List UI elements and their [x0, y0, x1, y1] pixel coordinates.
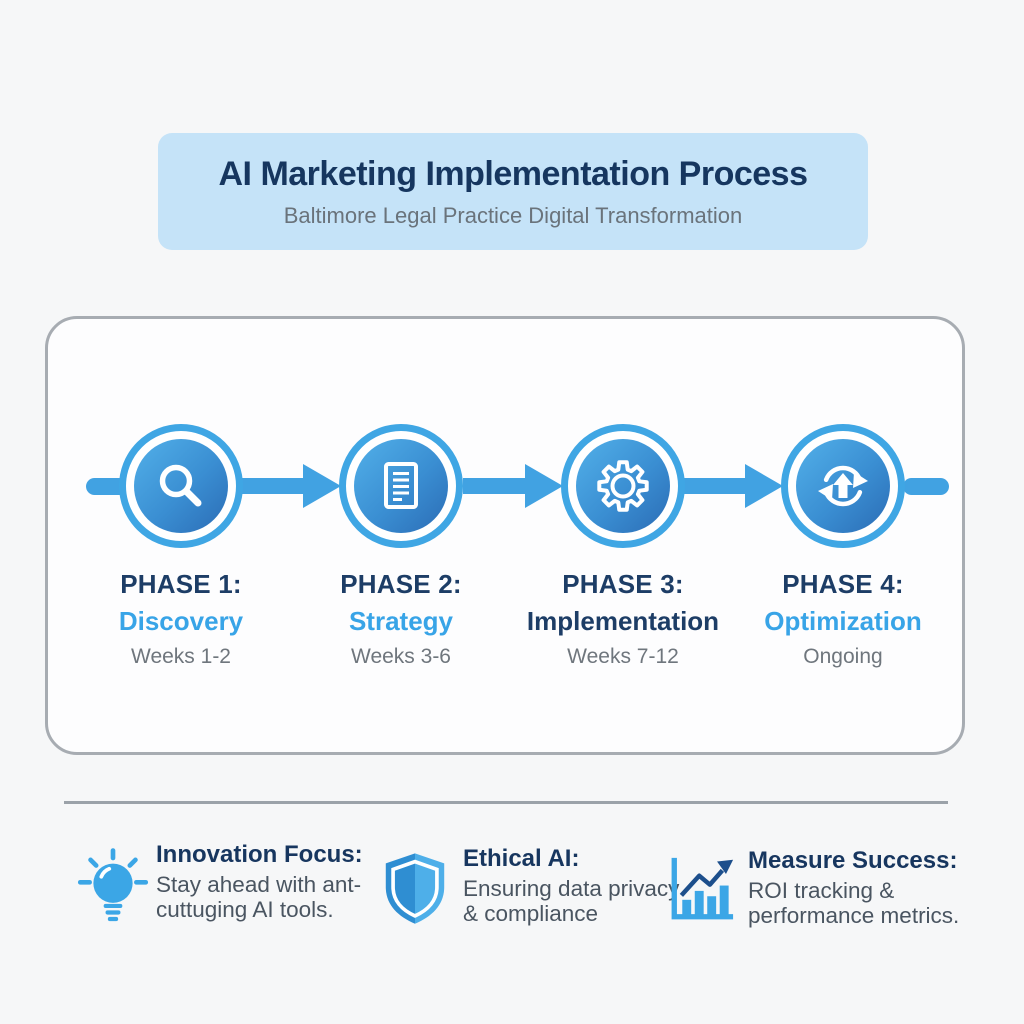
phase-number: PHASE 4:: [782, 569, 904, 599]
footer-item-innovation: Innovation Focus: Stay ahead with ant- c…: [70, 841, 363, 933]
phase-duration: Ongoing: [803, 645, 883, 668]
footer-item-title: Ethical AI:: [463, 845, 580, 872]
phase-2-circle: [339, 424, 463, 548]
phase-name: Optimization: [764, 606, 922, 636]
phase-name: Strategy: [348, 606, 454, 636]
phase-3-inner-circle: [576, 439, 670, 533]
refresh-icon: [818, 465, 868, 507]
phase-3-label: PHASE 3: Implementation Weeks 7-12: [508, 569, 738, 669]
phase-2-label: PHASE 2: Strategy Weeks 3-6: [286, 569, 516, 669]
phase-duration: Weeks 7-12: [567, 645, 679, 668]
footer-item-ethical-ai: Ethical AI: Ensuring data privacy & comp…: [373, 845, 679, 933]
footer-item-title: Innovation Focus:: [156, 841, 363, 868]
footer-item-line: Stay ahead with ant-: [156, 872, 362, 897]
document-icon: [384, 462, 418, 509]
footer-text-measure-success: Measure Success: ROI tracking & performa…: [748, 847, 959, 933]
timeline-arrow: [683, 464, 783, 508]
phase-4-circle: [781, 424, 905, 548]
phase-1-label: PHASE 1: Discovery Weeks 1-2: [66, 569, 296, 669]
footer-item-line: & compliance: [463, 901, 599, 926]
phase-4-label: PHASE 4: Optimization Ongoing: [728, 569, 958, 669]
timeline-arrow: [241, 464, 341, 508]
footer-text-ethical-ai: Ethical AI: Ensuring data privacy & comp…: [463, 845, 679, 933]
process-card: PHASE 1: Discovery Weeks 1-2 PHASE 2: St…: [45, 316, 965, 755]
phase-name: Implementation: [526, 606, 720, 636]
footer-item-line: cuttuging AI tools.: [156, 897, 334, 922]
phase-3-circle: [561, 424, 685, 548]
footer-divider: [64, 801, 948, 804]
footer-item-line: performance metrics.: [748, 903, 960, 928]
phase-number: PHASE 1:: [120, 569, 242, 599]
timeline-end-stub: [903, 478, 949, 495]
phase-duration: Weeks 3-6: [351, 645, 451, 668]
page-title: AI Marketing Implementation Process: [218, 154, 809, 193]
shield-icon: [385, 853, 445, 924]
phase-duration: Weeks 1-2: [131, 645, 231, 668]
title-banner: AI Marketing Implementation Process Balt…: [158, 133, 868, 250]
gear-icon: [597, 460, 649, 512]
phase-2-inner-circle: [354, 439, 448, 533]
timeline-arrow: [463, 464, 563, 508]
phase-number: PHASE 3:: [562, 569, 684, 599]
footer-item-title: Measure Success:: [748, 847, 958, 874]
phase-1-inner-circle: [134, 439, 228, 533]
footer-item-line: Ensuring data privacy: [463, 876, 680, 901]
footer-item-measure-success: Measure Success: ROI tracking & performa…: [660, 847, 959, 933]
page-subtitle: Baltimore Legal Practice Digital Transfo…: [283, 202, 743, 228]
magnifier-icon: [159, 464, 202, 507]
footer-text-innovation: Innovation Focus: Stay ahead with ant- c…: [156, 841, 363, 933]
phase-4-inner-circle: [796, 439, 890, 533]
phase-number: PHASE 2:: [340, 569, 462, 599]
bar-chart-icon: [671, 857, 734, 920]
phase-name: Discovery: [118, 606, 244, 636]
phase-1-circle: [119, 424, 243, 548]
lightbulb-icon: [77, 848, 149, 922]
footer-item-line: ROI tracking &: [748, 878, 895, 903]
